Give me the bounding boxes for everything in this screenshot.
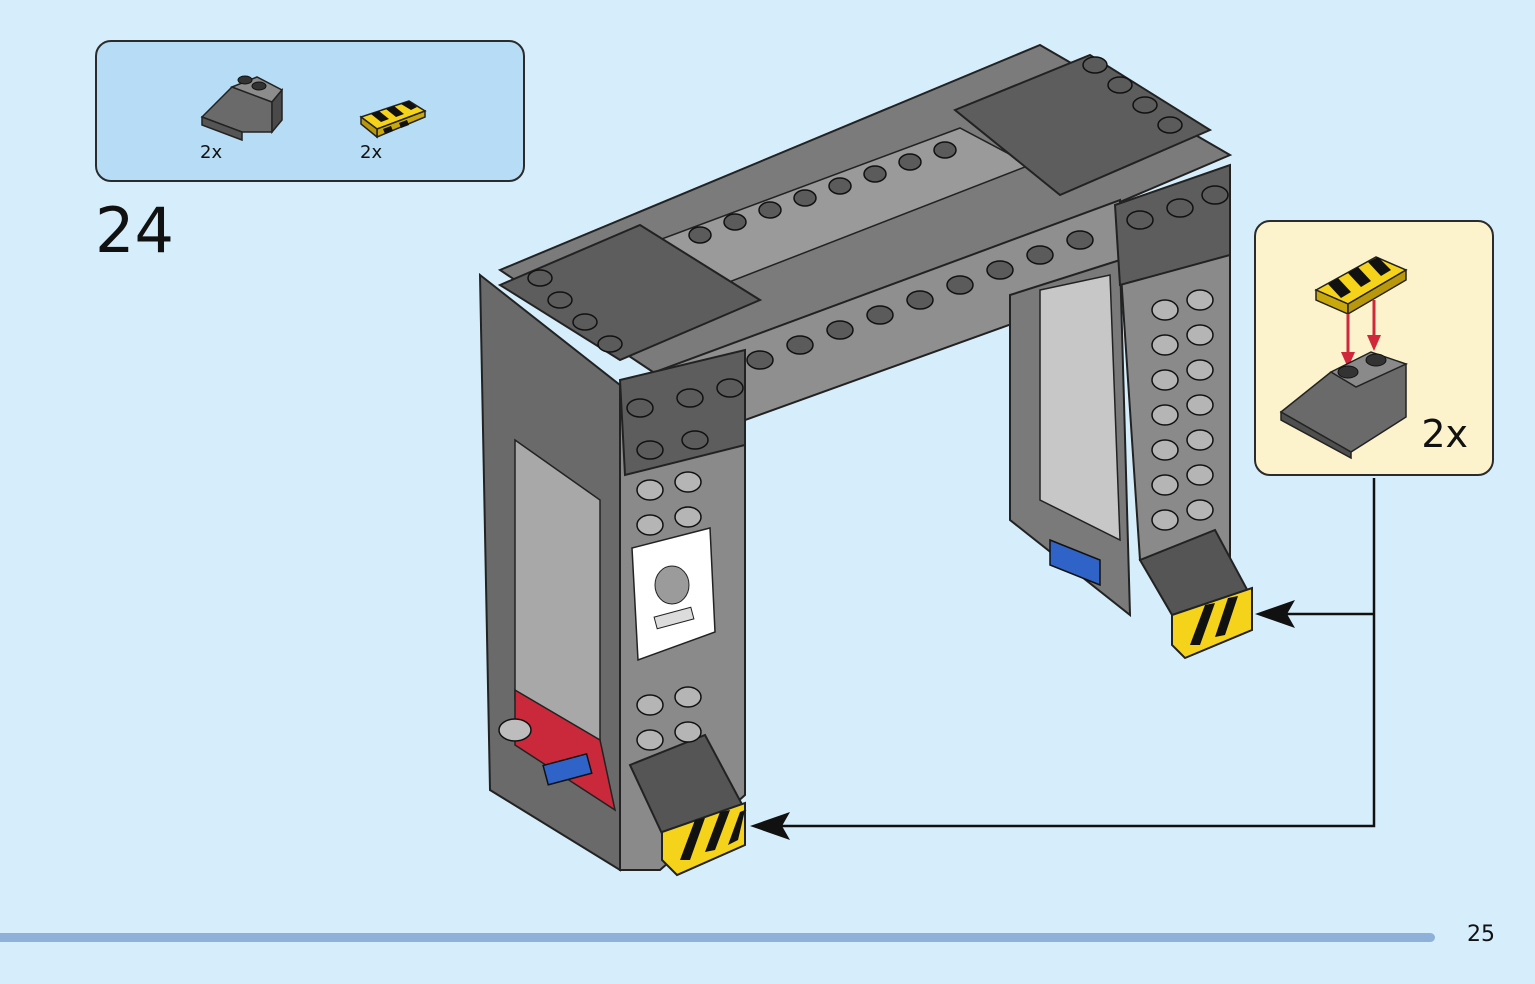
sub-step-illustration	[1279, 256, 1409, 460]
part-count-slope: 2x	[200, 142, 223, 163]
page-number: 25	[1467, 922, 1495, 947]
part-count-tile: 2x	[360, 142, 383, 163]
slope-brick-icon	[200, 75, 284, 142]
callout-quantity: 2x	[1421, 412, 1468, 456]
step-number: 24	[95, 194, 174, 267]
parts-list-box: 2x 2x	[95, 40, 525, 182]
callout-arrows	[750, 478, 1376, 840]
hazard-tile-icon	[359, 100, 427, 139]
footer-bar	[0, 933, 1435, 942]
sub-step-callout: 2x	[1254, 220, 1494, 476]
